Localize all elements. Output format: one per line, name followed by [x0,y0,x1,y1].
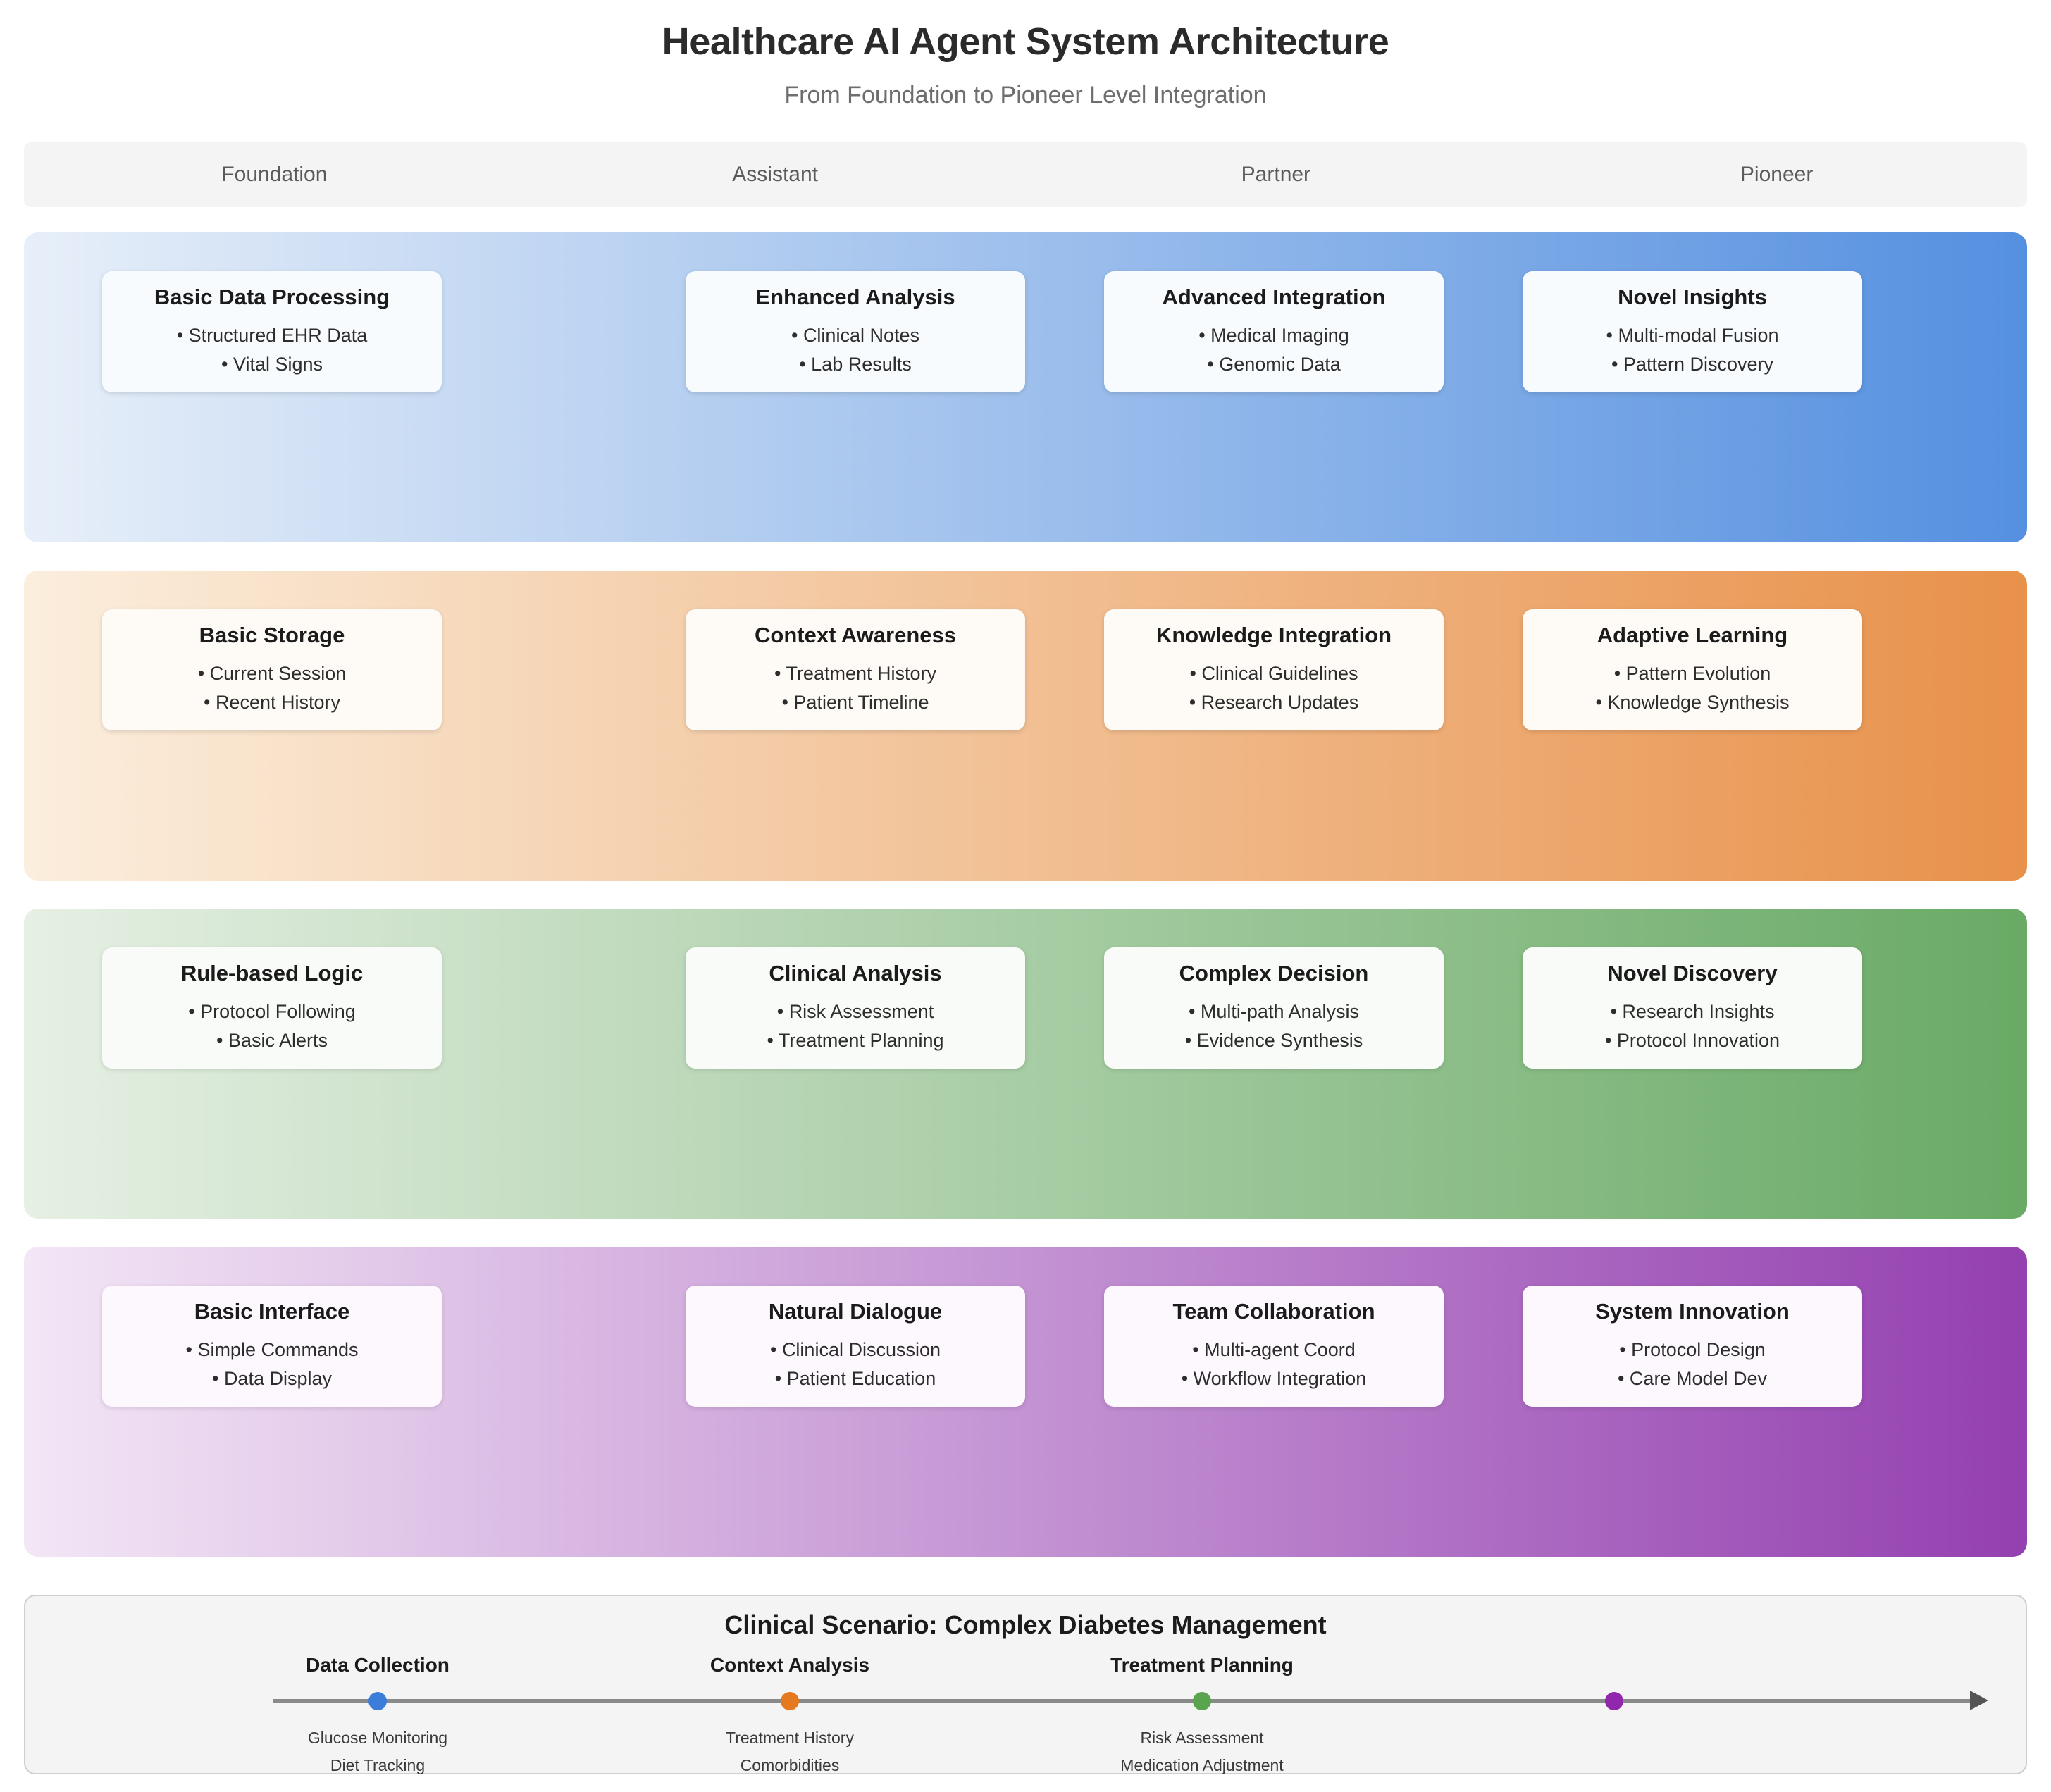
layer-band-interaction: InteractionBasic Interface• Simple Comma… [24,1247,2027,1557]
timeline-stage-item: Comorbidities [740,1756,840,1775]
card-item: • Clinical Guidelines [1189,662,1358,684]
card-title: Advanced Integration [1162,284,1386,309]
page-subtitle: From Foundation to Pioneer Level Integra… [784,82,1267,108]
timeline-dot[interactable] [1193,1692,1211,1710]
card-title: Adaptive Learning [1597,622,1788,647]
card-item: • Workflow Integration [1181,1368,1367,1389]
timeline-dot[interactable] [1605,1692,1623,1710]
card-title: Basic Interface [194,1298,350,1324]
capability-card[interactable]: Advanced Integration • Medical Imaging • G… [1104,271,1444,392]
capability-card[interactable]: Novel Discovery • Research Insights • Prot… [1523,947,1862,1069]
timeline-stage-item: Glucose Monitoring [307,1729,448,1747]
card-title: Natural Dialogue [768,1298,943,1324]
card-item: • Evidence Synthesis [1184,1030,1363,1051]
timeline-stage-item: Treatment History [726,1729,854,1747]
card-title: Rule-based Logic [180,960,364,985]
card-item: • Protocol Innovation [1604,1030,1780,1051]
card-title: Knowledge Integration [1155,622,1392,647]
card-title: System Innovation [1595,1298,1790,1324]
card-item: • Simple Commands [185,1338,359,1360]
timeline-dot[interactable] [781,1692,799,1710]
column-header-foundation: Foundation [221,163,328,186]
card-title: Context Awareness [755,622,956,647]
page-title: Healthcare AI Agent System Architecture [662,20,1389,63]
card-item: • Genomic Data [1207,354,1341,375]
card-item: • Clinical Notes [791,324,919,346]
timeline-dot[interactable] [368,1692,387,1710]
card-item: • Research Insights [1610,1000,1775,1022]
column-header-partner: Partner [1241,163,1311,186]
card-item: • Risk Assessment [776,1000,934,1022]
card-title: Novel Discovery [1607,960,1778,985]
card-item: • Treatment History [774,662,936,684]
card-item: • Research Updates [1189,692,1359,713]
capability-card[interactable]: Basic Data Processing • Structured EHR Da… [102,271,442,392]
card-item: • Data Display [211,1368,332,1389]
timeline-stage-item: Risk Assessment [1140,1729,1264,1747]
card-title: Enhanced Analysis [755,284,955,309]
card-title: Team Collaboration [1172,1298,1375,1324]
capability-card[interactable]: Clinical Analysis • Risk Assessment • Trea… [686,947,1025,1069]
card-item: • Vital Signs [221,354,323,375]
capability-card[interactable]: Adaptive Learning • Pattern Evolution • Kn… [1523,609,1862,730]
capability-card[interactable]: Context Awareness • Treatment History • Pa… [686,609,1025,730]
capability-card[interactable]: Rule-based Logic • Protocol Following • Ba… [102,947,442,1069]
card-title: Complex Decision [1179,960,1369,985]
card-item: • Current Session [197,662,347,684]
capability-card[interactable]: Knowledge Integration • Clinical Guidelin… [1104,609,1444,730]
card-item: • Care Model Dev [1617,1368,1768,1389]
capability-card[interactable]: Team Collaboration • Multi-agent Coord • W… [1104,1286,1444,1407]
card-item: • Patient Education [774,1368,936,1389]
card-title: Basic Data Processing [154,284,390,309]
card-item: • Clinical Discussion [769,1338,941,1360]
card-item: • Treatment Planning [767,1030,944,1051]
card-item: • Pattern Discovery [1611,354,1774,375]
card-title: Novel Insights [1618,284,1767,309]
card-title: Clinical Analysis [769,960,942,985]
timeline-stage-label: Context Analysis [710,1654,870,1676]
timeline-stage-label: Treatment Planning [1110,1654,1294,1676]
capability-card[interactable]: Natural Dialogue • Clinical Discussion • P… [686,1286,1025,1407]
layer-band-reasoning: ReasoningRule-based Logic• Protocol Foll… [24,909,2027,1219]
card-item: • Structured EHR Data [176,324,368,346]
card-item: • Medical Imaging [1198,324,1349,346]
capability-card[interactable]: Complex Decision • Multi-path Analysis • E… [1104,947,1444,1069]
layer-band-perception: PerceptionBasic Data Processing• Structu… [24,232,2027,542]
cards-row: Basic Data Processing • Structured EHR Da… [24,232,2027,542]
card-item: • Patient Timeline [781,692,929,713]
scenario-title: Clinical Scenario: Complex Diabetes Mana… [724,1610,1327,1639]
clinical-scenario-panel: Clinical Scenario: Complex Diabetes Mana… [24,1595,2027,1774]
card-item: • Multi-modal Fusion [1606,324,1779,346]
timeline-arrow-icon [1970,1691,1988,1710]
card-item: • Recent History [203,692,340,713]
timeline-stage-item: Medication Adjustment [1120,1756,1284,1775]
column-header-assistant: Assistant [732,163,818,186]
card-item: • Protocol Following [188,1000,356,1022]
timeline-axis [273,1699,1973,1703]
capability-card[interactable]: Basic Interface • Simple Commands • Data D… [102,1286,442,1407]
capability-card[interactable]: Enhanced Analysis • Clinical Notes • Lab R… [686,271,1025,392]
card-item: • Multi-agent Coord [1192,1338,1356,1360]
cards-row: Basic Interface • Simple Commands • Data D… [24,1247,2027,1557]
card-item: • Lab Results [799,354,912,375]
card-item: • Knowledge Synthesis [1595,692,1790,713]
timeline-stage-label: Data Collection [306,1654,450,1676]
card-item: • Protocol Design [1619,1338,1766,1360]
layer-band-memory: MemoryBasic Storage• Current Session• Re… [24,571,2027,881]
card-item: • Multi-path Analysis [1188,1000,1360,1022]
card-title: Basic Storage [199,622,345,647]
capability-card[interactable]: Novel Insights • Multi-modal Fusion • Patt… [1523,271,1862,392]
cards-row: Basic Storage • Current Session • Recent H… [24,571,2027,881]
capability-card[interactable]: System Innovation • Protocol Design • Care… [1523,1286,1862,1407]
card-item: • Basic Alerts [216,1030,328,1051]
timeline-stage-item: Diet Tracking [330,1756,426,1775]
cards-row: Rule-based Logic • Protocol Following • Ba… [24,909,2027,1219]
capability-card[interactable]: Basic Storage • Current Session • Recent H… [102,609,442,730]
column-header-strip [24,142,2027,207]
card-item: • Pattern Evolution [1613,662,1771,684]
column-header-pioneer: Pioneer [1740,163,1814,186]
